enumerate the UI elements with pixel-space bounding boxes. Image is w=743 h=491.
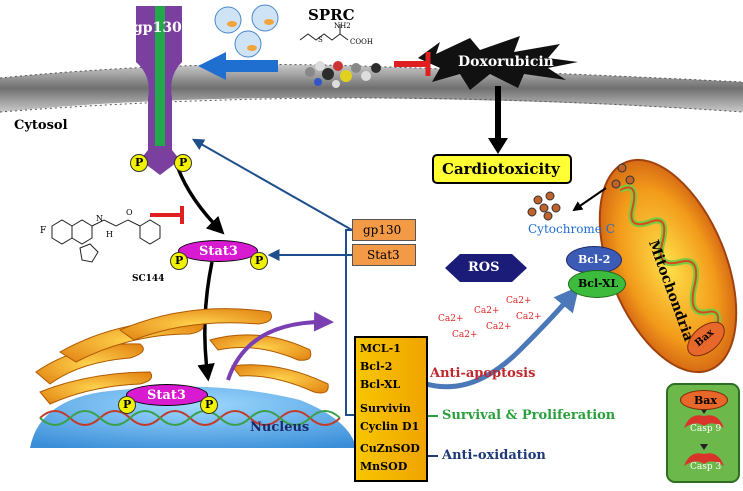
sc144-label: SC144 — [132, 274, 165, 284]
stat3-nucleus-label: Stat3 — [147, 388, 186, 403]
sprc-s-label: S — [318, 36, 323, 44]
stat3-target-box: Stat3 — [352, 244, 416, 266]
calcium-ion: Ca2+ — [438, 314, 464, 324]
sprc-label: SPRC — [308, 6, 355, 24]
gene-survivin: Survivin — [360, 402, 411, 415]
phospho-site-receptor-left: P — [130, 154, 148, 172]
sprc-cooh-label: COOH — [350, 38, 373, 46]
gene-cyclin-d1: Cyclin D1 — [360, 420, 420, 433]
anti-apoptosis-label: Anti-apoptosis — [430, 366, 536, 381]
sc144-h-label: H — [106, 230, 113, 239]
calcium-ion: Ca2+ — [474, 306, 500, 316]
sc144-structure — [51, 219, 161, 263]
phospho-label: P — [123, 398, 132, 411]
casp9-label: Casp 9 — [690, 424, 722, 434]
receptor-to-stat3-arrow — [176, 167, 225, 235]
phospho-site-stat3-right: P — [250, 252, 268, 270]
calcium-ion: Ca2+ — [452, 330, 478, 340]
phospho-site-stat3-left: P — [170, 252, 188, 270]
phospho-site-receptor-right: P — [174, 154, 192, 172]
phospho-label: P — [255, 254, 264, 267]
bcl2-mitochondria-label: Bcl-2 — [578, 253, 611, 266]
gene-mcl1: MCL-1 — [360, 342, 401, 355]
phospho-label: P — [175, 254, 184, 267]
target-gene-box: MCL-1 Bcl-2 Bcl-XL Survivin Cyclin D1 Cu… — [354, 336, 428, 482]
gp130-receptor — [136, 6, 182, 175]
feedback-bracket — [191, 138, 354, 416]
anti-oxidation-label: Anti-oxidation — [442, 448, 546, 463]
stat3-transcription-arrow — [226, 311, 334, 381]
cytochrome-c-release — [527, 163, 635, 221]
nucleus — [30, 308, 356, 448]
cytochrome-c-label: Cytochrome C — [528, 222, 615, 236]
stat3-cytoplasm-label: Stat3 — [199, 244, 238, 259]
phospho-site-nuclear-right: P — [200, 396, 218, 414]
sprc-nanoparticles — [214, 4, 279, 58]
sc144-n-label: N — [96, 214, 103, 223]
gene-mnsod: MnSOD — [360, 460, 408, 473]
phospho-label: P — [205, 398, 214, 411]
mitochondrion — [598, 158, 738, 374]
doxorubicin-inhibition — [394, 52, 431, 76]
sprc-arrow — [198, 52, 278, 80]
bax-mitochondria-label: Bax — [693, 327, 717, 350]
doxorubicin-to-cardiotoxicity-arrow — [488, 86, 508, 154]
cell-membrane — [0, 64, 743, 113]
calcium-ion: Ca2+ — [506, 296, 532, 306]
bclxl-mitochondria-label: Bcl-XL — [578, 277, 619, 290]
sc144-o-label: O — [126, 208, 133, 217]
gp130-target-label: gp130 — [363, 223, 402, 237]
bax-caspase-badge: Bax — [680, 390, 728, 410]
stat3-nucleus: Stat3 — [126, 384, 208, 406]
phospho-site-nuclear-left: P — [118, 396, 136, 414]
calcium-ion: Ca2+ — [486, 322, 512, 332]
ros-badge — [445, 254, 527, 282]
sc144-f-label: F — [40, 226, 47, 236]
gp130-receptor-label: gp130 — [133, 20, 182, 36]
cytosol-label: Cytosol — [14, 118, 68, 133]
phospho-label: P — [135, 156, 144, 169]
sprc-structure — [299, 24, 349, 41]
ros-label: ROS — [468, 260, 500, 275]
sprc-nh2-label: NH2 — [334, 22, 351, 30]
survival-proliferation-label: Survival & Proliferation — [442, 408, 616, 423]
bax-caspase-label: Bax — [694, 394, 717, 407]
stat3-cytoplasm: Stat3 — [178, 240, 258, 262]
bclxl-mitochondria: Bcl-XL — [568, 270, 626, 298]
cardiotoxicity-label: Cardiotoxicity — [442, 160, 560, 178]
sprc-ball-model — [305, 61, 381, 88]
phospho-label: P — [179, 156, 188, 169]
gene-bcl2: Bcl-2 — [360, 360, 393, 373]
cardiotoxicity-box: Cardiotoxicity — [432, 154, 572, 184]
sc144-inhibition — [150, 206, 184, 224]
gene-bclxl: Bcl-XL — [360, 378, 401, 391]
caspase-cascade — [666, 383, 740, 483]
casp3-label: Casp 3 — [690, 462, 722, 472]
calcium-ion: Ca2+ — [516, 312, 542, 322]
doxorubicin-burst — [418, 36, 578, 90]
gene-cuznsod: CuZnSOD — [360, 442, 420, 455]
nucleus-label: Nucleus — [250, 420, 310, 435]
gp130-target-box: gp130 — [352, 219, 416, 241]
bcl2-mitochondria: Bcl-2 — [566, 246, 622, 274]
stat3-target-label: Stat3 — [367, 248, 400, 262]
doxorubicin-label: Doxorubicin — [458, 54, 554, 70]
